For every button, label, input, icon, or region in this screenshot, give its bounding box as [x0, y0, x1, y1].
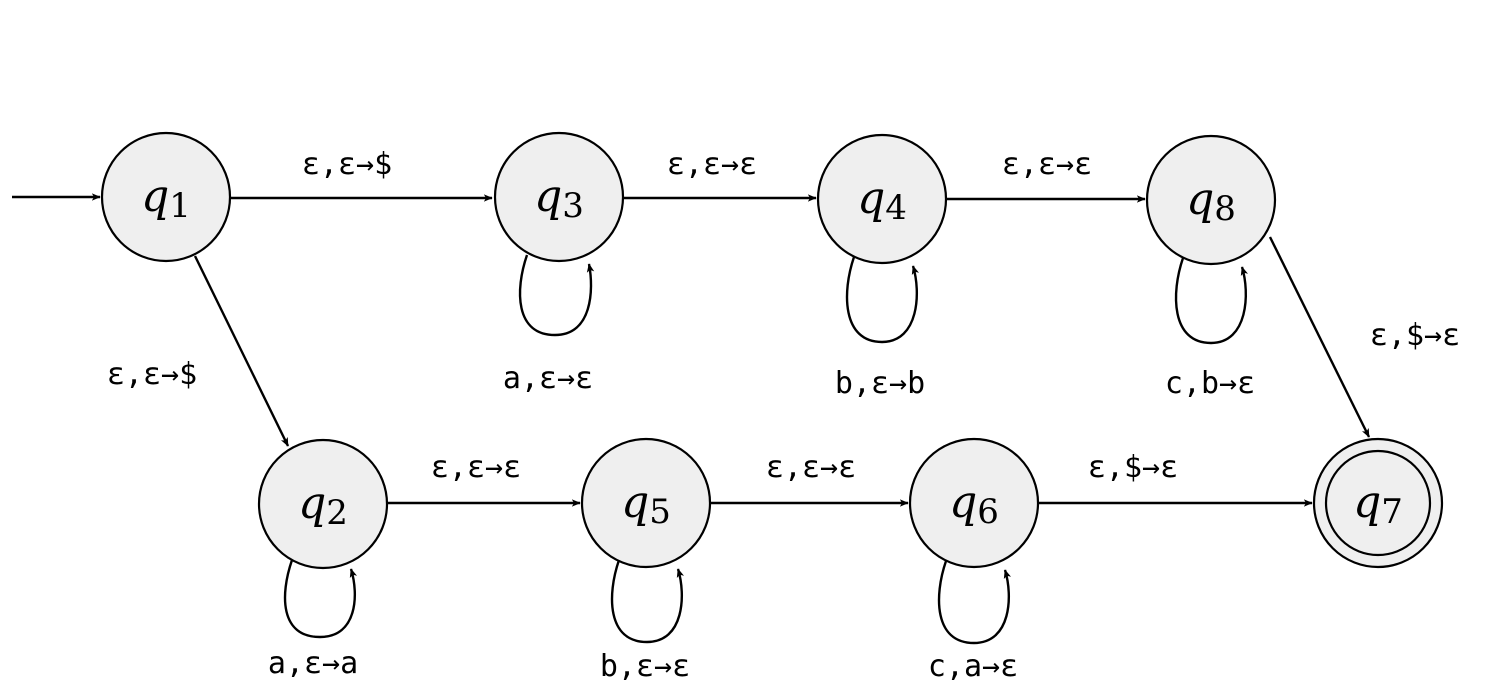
state-q2: q2 — [257, 438, 389, 570]
state-name: q — [534, 171, 562, 222]
state-q6: q6 — [908, 437, 1040, 569]
label-q1-q2: ε,ε→$ — [107, 357, 197, 392]
state-subscript: 2 — [326, 493, 348, 533]
label-loop-q4: b,ε→b — [835, 366, 925, 401]
state-q4: q4 — [816, 133, 948, 265]
loop-q2 — [283, 559, 358, 639]
loop-q4 — [845, 256, 920, 344]
edge-q1-q2 — [193, 255, 290, 447]
state-q1: q1 — [100, 131, 232, 263]
state-name: q — [857, 173, 885, 224]
state-q7-accept: q7 — [1312, 437, 1444, 569]
loop-q6 — [937, 560, 1012, 645]
edge-q8-q7 — [1268, 236, 1371, 438]
state-name: q — [141, 171, 169, 222]
label-q2-q5: ε,ε→ε — [431, 450, 521, 485]
label-q6-q7: ε,$→ε — [1088, 450, 1178, 485]
state-label: q4 — [857, 173, 907, 228]
state-q3: q3 — [493, 131, 625, 263]
label-q1-q3: ε,ε→$ — [302, 147, 392, 182]
state-name: q — [1186, 174, 1214, 225]
label-loop-q8: c,b→ε — [1165, 366, 1255, 401]
label-q3-q4: ε,ε→ε — [667, 147, 757, 182]
state-subscript: 3 — [562, 186, 584, 226]
state-label: q3 — [534, 171, 584, 226]
state-label: q1 — [141, 171, 191, 226]
state-subscript: 7 — [1381, 492, 1403, 532]
label-q8-q7: ε,$→ε — [1370, 318, 1460, 353]
state-subscript: 5 — [649, 492, 671, 532]
state-name: q — [1353, 477, 1381, 528]
state-label: q5 — [621, 477, 671, 532]
loop-q3 — [518, 254, 595, 337]
state-subscript: 6 — [977, 492, 999, 532]
state-label: q6 — [949, 477, 999, 532]
state-q8: q8 — [1145, 134, 1277, 266]
state-label: q2 — [298, 478, 348, 533]
label-loop-q5: b,ε→ε — [600, 649, 690, 684]
state-subscript: 8 — [1214, 189, 1236, 229]
label-loop-q2: a,ε→a — [268, 646, 358, 681]
state-label: q7 — [1353, 477, 1403, 532]
label-loop-q6: c,a→ε — [928, 649, 1018, 684]
label-q5-q6: ε,ε→ε — [766, 450, 856, 485]
state-subscript: 4 — [885, 188, 907, 228]
loop-q8 — [1174, 257, 1249, 345]
state-label: q8 — [1186, 174, 1236, 229]
state-name: q — [298, 478, 326, 529]
label-loop-q3: a,ε→ε — [503, 361, 593, 396]
state-q5: q5 — [580, 437, 712, 569]
loop-q5 — [610, 559, 685, 644]
state-name: q — [621, 477, 649, 528]
state-subscript: 1 — [169, 186, 191, 226]
state-name: q — [949, 477, 977, 528]
label-q4-q8: ε,ε→ε — [1002, 147, 1092, 182]
